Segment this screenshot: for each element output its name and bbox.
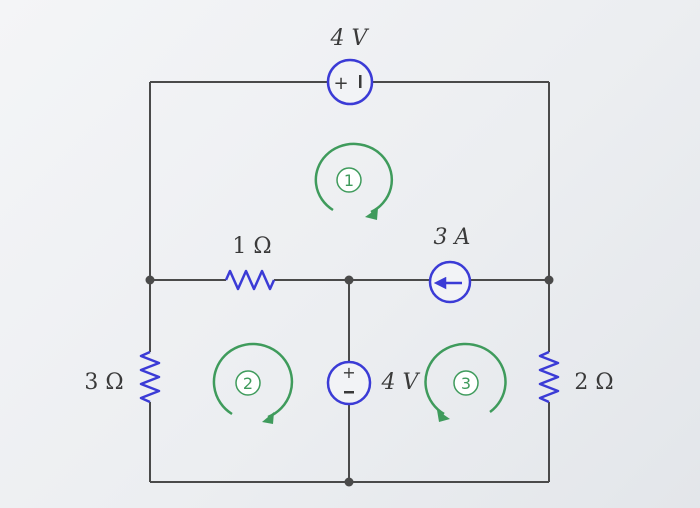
center-voltage-source-symbol [326,360,372,406]
mesh-loop-3-arrow [424,342,507,416]
mesh-loop-2-badge [235,370,261,396]
resistor-3ohm: 3 Ω [84,350,161,404]
top-voltage-source: + 4 V [326,26,374,106]
mesh-loop-3-number: 3 [461,374,471,393]
nodes [145,275,554,487]
mesh-loop-3: 3 [424,342,507,422]
resistor-1ohm: 1 Ω [224,234,276,291]
current-source-label: 3 A [434,225,471,250]
resistor-2ohm-label: 2 Ω [574,370,613,395]
mesh-loop-1-arrowhead [365,208,378,220]
mesh-loop-3-arrowhead [437,410,450,422]
mesh-loop-2-number: 2 [243,374,253,393]
mesh-loop-3-badge [453,370,479,396]
mesh-loop-2: 2 [212,342,294,424]
center-source-label: 4 V [381,370,421,395]
center-voltage-source: + 4 V [326,360,421,406]
current-source: 3 A [428,225,472,304]
mesh-loop-2-arrowhead [262,412,274,424]
resistor-1ohm-symbol [224,269,276,291]
mesh-loop-1-number: 1 [344,171,354,190]
top-voltage-source-symbol [326,58,374,106]
mesh-loop-2-arrow [212,342,294,419]
mesh-loop-1-badge [336,167,362,193]
node-right-mid [544,275,554,285]
resistor-3ohm-symbol [139,350,161,404]
center-source-minus-sign [344,391,354,394]
resistor-1ohm-label: 1 Ω [232,234,271,259]
top-source-minus-sign [359,75,362,88]
top-source-label: 4 V [330,26,370,51]
center-source-plus-sign: + [342,363,355,382]
top-source-plus-sign: + [333,73,348,94]
node-center-mid [344,275,354,285]
resistor-3ohm-label: 3 Ω [84,370,123,395]
resistor-2ohm: 2 Ω [538,350,614,404]
mesh-loop-1-arrow [314,142,394,214]
node-left-mid [145,275,155,285]
node-center-bottom [344,477,354,487]
resistor-2ohm-symbol [538,350,560,404]
mesh-loop-1: 1 [314,142,394,220]
